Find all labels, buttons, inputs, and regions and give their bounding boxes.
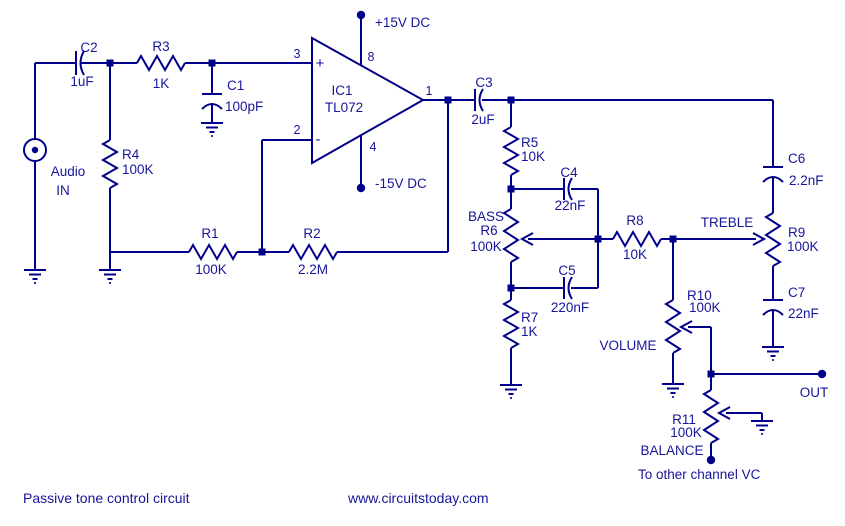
resistor-r8-symbol [612, 229, 662, 249]
label-pos-supply: +15V DC [375, 15, 430, 30]
resistor-r7-symbol [501, 299, 521, 349]
label-r6-ref: R6 [480, 223, 497, 238]
label-r7-ref: R7 [521, 310, 538, 325]
label-r8-value: 10K [623, 247, 647, 262]
label-balance: BALANCE [640, 443, 703, 458]
capacitor-c4-symbol [563, 177, 573, 201]
resistor-r3-symbol [136, 53, 186, 73]
label-r4-ref: R4 [122, 147, 140, 162]
potentiometer-r11-symbol [702, 389, 720, 444]
label-r7-value: 1K [521, 324, 538, 339]
potentiometer-r6-symbol [502, 208, 520, 263]
label-r1-ref: R1 [201, 226, 218, 241]
label-r8-ref: R8 [626, 213, 643, 228]
label-r3-value: 1K [153, 76, 170, 91]
ground-symbol [23, 269, 47, 284]
capacitor-c7-symbol [762, 299, 784, 316]
label-other-channel: To other channel VC [638, 467, 761, 482]
ground-symbol [661, 383, 685, 398]
label-r2-ref: R2 [303, 226, 320, 241]
label-r3-ref: R3 [152, 39, 169, 54]
wiper-arrow-r6 [519, 232, 534, 246]
ground-symbol [499, 384, 523, 399]
label-neg-supply: -15V DC [375, 176, 427, 191]
resistor-r5-symbol [501, 126, 521, 176]
junction-dots [106, 59, 715, 378]
ground-symbol [98, 269, 122, 284]
resistor-r1-symbol [188, 242, 238, 262]
label-c2-ref: C2 [80, 40, 97, 55]
label-pin-2: 2 [294, 123, 301, 137]
potentiometer-r10-symbol [664, 299, 682, 354]
label-pin-4: 4 [370, 140, 377, 154]
label-pin-8: 8 [368, 50, 375, 64]
resistor-r2-symbol [288, 242, 338, 262]
terminal-pos-supply [356, 10, 366, 20]
label-c6-value: 2.2nF [789, 173, 824, 188]
label-c4-value: 22nF [555, 198, 586, 213]
opamp-triangle [311, 36, 426, 165]
label-pin-1: 1 [426, 84, 433, 98]
opamp-plus-sign: + [316, 55, 325, 72]
terminal-neg-supply [356, 183, 366, 193]
label-c1-value: 100pF [225, 99, 263, 114]
label-c7-ref: C7 [788, 285, 805, 300]
label-r9-ref: R9 [788, 225, 805, 240]
ground-symbol [200, 122, 224, 137]
label-r5-ref: R5 [521, 135, 538, 150]
label-r9-value: 100K [787, 239, 819, 254]
label-in: IN [56, 183, 70, 198]
label-r4-value: 100K [122, 162, 154, 177]
label-out: OUT [800, 385, 829, 400]
label-volume: VOLUME [599, 338, 656, 353]
caption-title: Passive tone control circuit [23, 490, 190, 506]
capacitor-c5-symbol [563, 276, 573, 300]
capacitor-c3-symbol [474, 88, 484, 112]
label-c3-ref: C3 [475, 75, 492, 90]
capacitor-c6-symbol [762, 166, 784, 183]
label-c6-ref: C6 [788, 151, 805, 166]
capacitor-c2-symbol [75, 50, 85, 76]
wiper-arrow-r10 [678, 320, 693, 334]
label-r10-value: 100K [689, 300, 721, 315]
label-c5-ref: C5 [558, 263, 575, 278]
ground-symbol [761, 346, 785, 361]
label-r5-value: 10K [521, 149, 545, 164]
label-r11-value: 100K [670, 425, 702, 440]
label-c4-ref: C4 [560, 165, 578, 180]
label-c5-value: 220nF [551, 300, 589, 315]
wiper-arrow-r11 [716, 406, 731, 420]
label-c1-ref: C1 [227, 78, 244, 93]
label-c3-value: 2uF [471, 112, 494, 127]
resistor-r4-symbol [100, 139, 120, 189]
label-ic1-ref: IC1 [331, 83, 352, 98]
label-r6-value: 100K [470, 239, 502, 254]
potentiometer-r9-symbol [764, 212, 782, 267]
capacitor-c1-symbol [201, 93, 223, 110]
label-r2-value: 2.2M [298, 262, 328, 277]
label-r10-ref: R10 [687, 288, 712, 303]
terminal-other-channel [706, 455, 716, 465]
audio-input-jack [23, 138, 47, 162]
caption-website: www.circuitstoday.com [347, 490, 489, 506]
terminal-out [817, 369, 827, 379]
label-bass: BASS [468, 209, 504, 224]
wiper-arrow-r9 [752, 232, 767, 246]
label-r1-value: 100K [195, 262, 227, 277]
label-ic1-part: TL072 [325, 100, 363, 115]
label-treble: TREBLE [701, 215, 754, 230]
label-c2-value: 1uF [70, 74, 93, 89]
label-pin-3: 3 [294, 47, 301, 61]
label-r11-ref: R11 [672, 412, 696, 427]
ground-symbol [750, 420, 774, 435]
label-c7-value: 22nF [788, 306, 819, 321]
opamp-minus-sign: - [316, 131, 321, 148]
label-audio: Audio [51, 164, 86, 179]
